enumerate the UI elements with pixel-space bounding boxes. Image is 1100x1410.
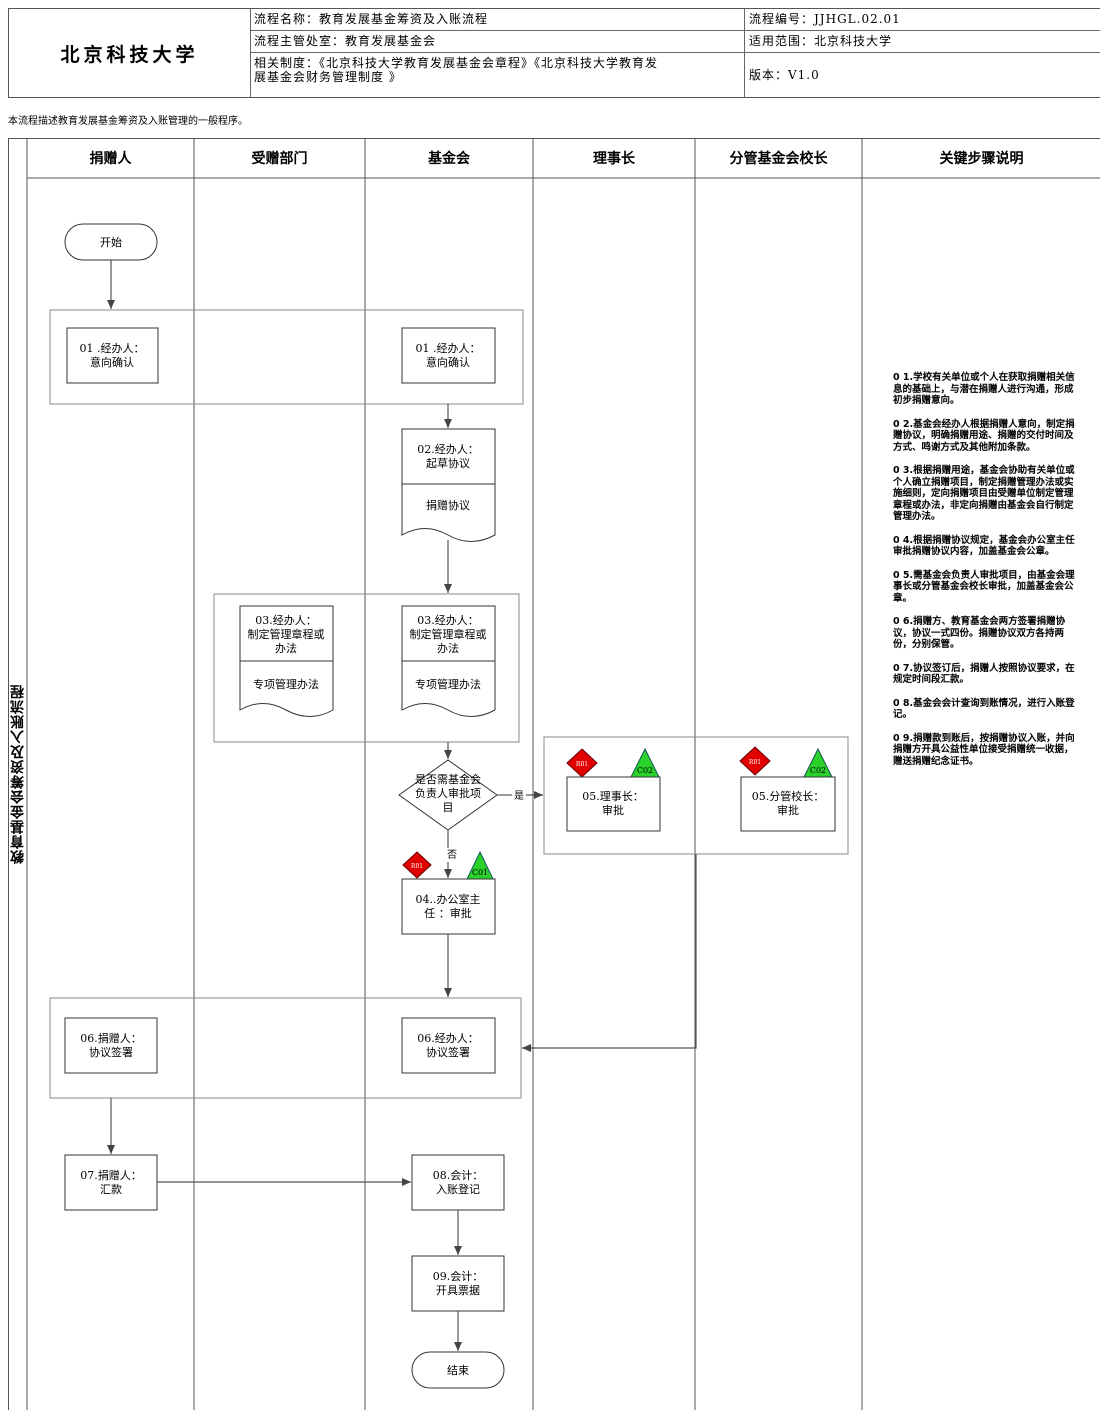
step-03-recipient-dept	[239, 605, 334, 662]
step-06a-line1: 06.捐赠人：	[80, 1031, 142, 1045]
end-terminal	[411, 1351, 505, 1389]
doc-special-rules-a-label: 专项管理办法	[253, 677, 319, 691]
swimlane-frame	[8, 138, 1100, 1410]
step-05a-line1: 05.理事长：	[582, 790, 644, 803]
process-scope: 适用范围：北京科技大学	[745, 31, 1100, 53]
step-06b-line2: 协议签署	[426, 1045, 470, 1059]
note-01: 0 1.学校有关单位或个人在获取捐赠相关信息的基础上，与潜在捐赠人进行沟通，形成…	[893, 372, 1075, 406]
step-09-issue-receipt	[411, 1255, 505, 1312]
note-05: 0 5.需基金会负责人审批项目，由基金会理事长或分管基金会校长审批，加盖基金会公…	[893, 569, 1075, 604]
doc-special-rules-b	[401, 660, 496, 717]
risk-marker-04	[402, 851, 432, 879]
note-04: 0 4.根据捐赠协议规定，基金会办公室主任审批捐赠协议内容，加盖基金会公章。	[893, 534, 1075, 558]
step-01-foundation-line1: 01 .经办人：	[416, 342, 481, 355]
doc-donation-agreement	[401, 483, 496, 542]
step-06-foundation-sign	[401, 1017, 496, 1074]
step-02-line1: 02.经办人：	[417, 443, 479, 456]
step-01-foundation-line2: 意向确认	[426, 355, 470, 369]
step-08-accounting-entry	[411, 1154, 505, 1211]
step-06-donor-sign	[64, 1017, 158, 1074]
step-03b-line1: 03.经办人：	[417, 614, 479, 627]
step-03b-line2: 制定管理章程或	[410, 627, 487, 641]
lane-dividers	[26, 138, 1100, 1410]
step-08-line2: 入账登记	[436, 1182, 480, 1196]
process-id: 流程编号：JJHGL.02.01	[745, 9, 1100, 31]
control-tag-04: C01	[472, 868, 488, 877]
step-01-donor-line2: 意向确认	[90, 355, 134, 369]
step-03a-line2: 制定管理章程或	[248, 627, 325, 641]
doc-donation-agreement-label: 捐赠协议	[426, 498, 470, 512]
step-04-line1: 04..办公室主	[416, 892, 481, 906]
lane-header-donor: 捐赠人	[89, 151, 132, 167]
risk-tag-05a: R01	[576, 761, 588, 768]
decision-line3: 目	[443, 801, 454, 814]
step-01-donor-line1: 01 .经办人：	[80, 342, 145, 355]
note-08: 0 8.基金会会计查询到账情况，进行入账登记。	[893, 697, 1075, 721]
version: 版本：V1.0	[749, 68, 820, 82]
step-05a-line2: 审批	[602, 803, 624, 817]
step-01-donor	[66, 327, 159, 384]
step-09-line2: 开具票据	[436, 1283, 480, 1297]
note-09: 0 9.捐赠款到账后，按捐赠协议入账，并向捐赠方开具公益性单位接受捐赠统一收据，…	[893, 732, 1075, 767]
lane-header-chairman: 理事长	[593, 151, 635, 167]
risk-marker-05b	[739, 746, 771, 776]
regulations-line-2: 展基金会财务管理制度 》	[254, 70, 402, 84]
note-07: 0 7.协议签订后，捐赠人按照协议要求，在规定时间段汇款。	[893, 662, 1075, 686]
step-09-line1: 09.会计：	[433, 1270, 484, 1283]
step-02-draft-agreement	[401, 428, 496, 485]
doc-special-rules-a	[239, 660, 334, 717]
process-name: 流程名称：教育发展基金筹资及入账流程	[250, 9, 745, 31]
no-label: 否	[447, 849, 457, 861]
step-03a-line1: 03.经办人：	[255, 614, 317, 627]
step-07-line1: 07.捐赠人：	[80, 1168, 142, 1182]
process-description: 本流程描述教育发展基金筹资及入账管理的一般程序。	[8, 112, 248, 127]
end-label: 结束	[447, 1364, 469, 1377]
step-08-line1: 08.会计：	[433, 1169, 484, 1182]
lane-header-vice-president: 分管基金会校长	[729, 151, 828, 167]
step-03b-line3: 办法	[437, 641, 459, 655]
note-02: 0 2.基金会经办人根据捐赠人意向，制定捐赠协议，明确捐赠用途、捐赠的交付时间及…	[893, 418, 1075, 453]
step-01-foundation	[401, 327, 496, 384]
decision-line1: 是否需基金会	[415, 772, 481, 786]
decision-line2: 负责人审批项	[415, 786, 481, 800]
step-02-line2: 起草协议	[426, 456, 470, 470]
step-04-line2: 任 ：审批	[424, 906, 472, 920]
step-05b-line2: 审批	[777, 803, 799, 817]
start-label: 开始	[100, 235, 122, 249]
step-06a-line2: 协议签署	[89, 1045, 133, 1059]
lane-header-foundation: 基金会	[428, 151, 470, 167]
step-06b-line1: 06.经办人：	[417, 1032, 479, 1045]
lane-header-recipient-dept: 受赠部门	[251, 151, 308, 167]
control-tag-05b: C02	[810, 766, 826, 775]
description-text: 本流程描述教育发展基金筹资及入账管理的一般程序。	[8, 116, 248, 127]
note-06: 0 6.捐赠方、教育基金会两方签署捐赠协议，协议一式四份。捐赠协议双方各持两份，…	[893, 616, 1066, 650]
yes-label: 是	[514, 790, 524, 802]
connectors	[107, 260, 697, 1351]
note-03: 0 3.根据捐赠用途，基金会协助有关单位或个人确立捐赠项目，制定捐赠管理办法或实…	[893, 465, 1075, 522]
step-04-office-approval	[401, 878, 496, 935]
step-05b-line1: 05.分管校长：	[752, 789, 825, 803]
step-03-foundation	[401, 605, 496, 662]
control-tag-05a: C02	[637, 766, 653, 775]
related-regulations: 相关制度：《北京科技大学教育发展基金会章程》《北京科技大学教育发 展基金会财务管…	[250, 53, 745, 97]
step-07-line2: 汇款	[100, 1182, 122, 1196]
risk-tag-05b: R01	[749, 759, 761, 766]
step-05-vice-president-approval	[740, 776, 836, 832]
regulations-line-1: 相关制度：《北京科技大学教育发展基金会章程》《北京科技大学教育发	[254, 56, 659, 70]
process-owner: 流程主管处室：教育发展基金会	[250, 31, 745, 53]
step-05-chairman-approval	[566, 776, 661, 832]
key-step-notes: 0 1.学校有关单位或个人在获取捐赠相关信息的基础上，与潜在捐赠人进行沟通，形成…	[893, 372, 1078, 779]
lane-header-key-steps: 关键步骤说明	[939, 151, 1024, 167]
doc-special-rules-b-label: 专项管理办法	[415, 677, 481, 691]
org-name: 北京科技大学	[9, 9, 251, 97]
risk-tag-04: R01	[411, 863, 423, 870]
step-03a-line3: 办法	[275, 641, 297, 655]
header-table: 北京科技大学 流程名称：教育发展基金筹资及入账流程 流程编号：JJHGL.02.…	[8, 8, 1100, 98]
